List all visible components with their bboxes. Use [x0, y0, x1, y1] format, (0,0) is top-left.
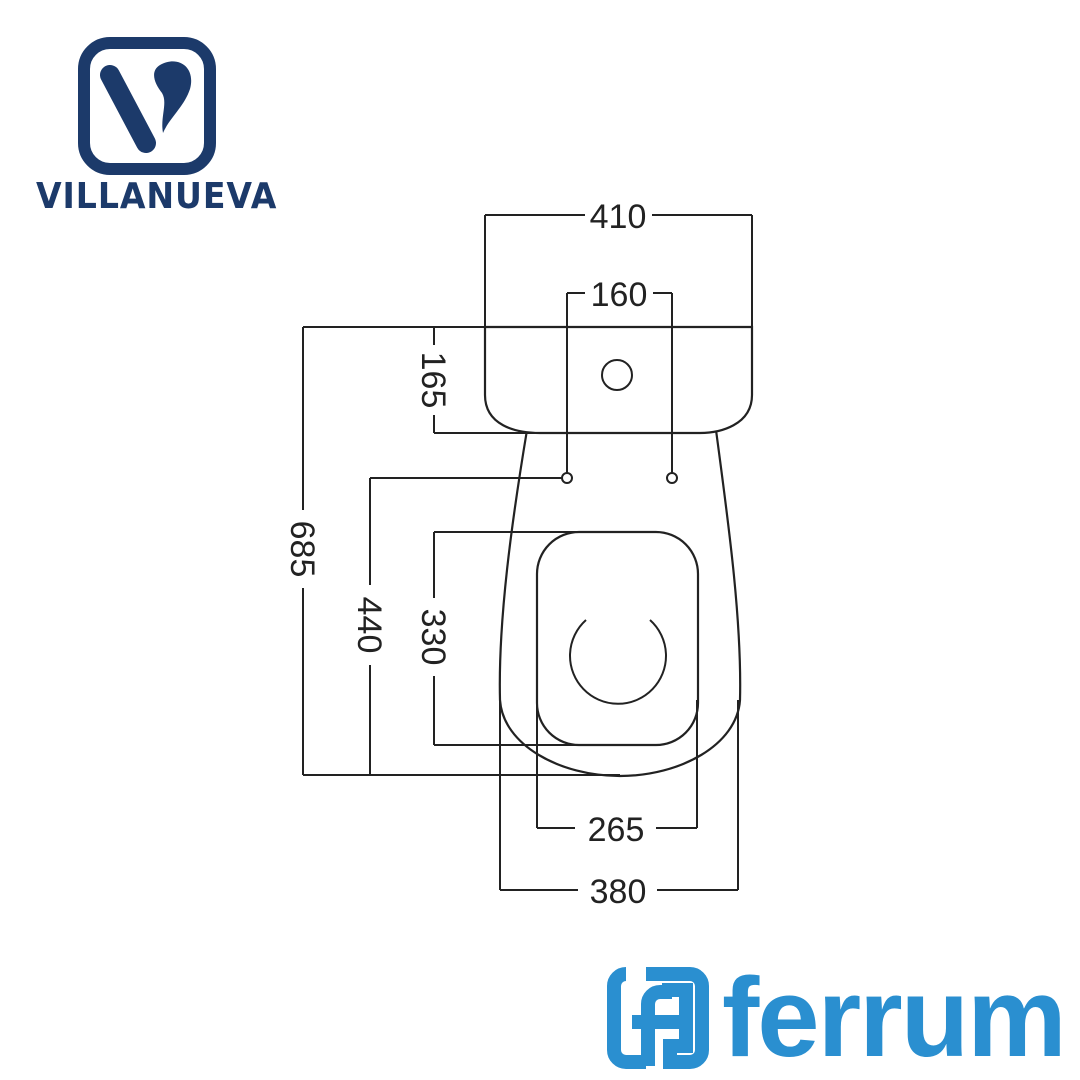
svg-text:440: 440 — [350, 597, 388, 654]
seat-opening — [569, 619, 667, 705]
villanueva-logo-text: VILLANUEVA — [36, 176, 278, 217]
dim-440: 440 — [350, 477, 562, 775]
ferrum-logo: ferrum — [606, 955, 1067, 1080]
svg-text:410: 410 — [590, 198, 647, 236]
svg-text:165: 165 — [414, 352, 452, 409]
ferrum-logo-mark — [607, 967, 709, 1069]
svg-text:685: 685 — [283, 521, 321, 578]
dim-380: 380 — [499, 700, 739, 911]
seat-outline — [535, 530, 700, 747]
villanueva-logo-mark — [78, 37, 216, 180]
dim-160: 160 — [566, 276, 673, 473]
dim-410: 410 — [484, 198, 753, 327]
dim-330: 330 — [414, 531, 620, 746]
tank-outline — [483, 325, 754, 435]
flush-button — [601, 359, 633, 391]
svg-text:380: 380 — [590, 873, 647, 911]
dim-685: 685 — [283, 326, 620, 776]
svg-text:160: 160 — [591, 276, 648, 314]
ferrum-logo-text: ferrum — [722, 955, 1067, 1080]
svg-text:265: 265 — [588, 811, 645, 849]
svg-text:330: 330 — [414, 609, 452, 666]
dim-265: 265 — [536, 700, 698, 849]
